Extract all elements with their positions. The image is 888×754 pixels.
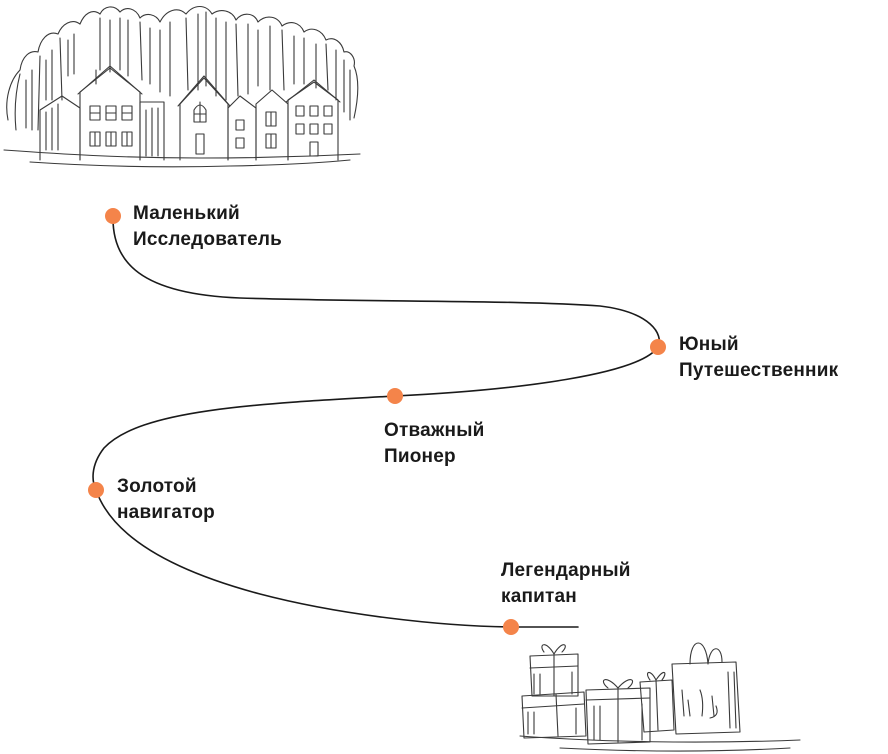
milestone-dot-5 — [503, 619, 519, 635]
milestone-label-4-line2: навигатор — [117, 502, 215, 523]
milestone-label-3-line1: Отважный — [384, 420, 485, 441]
milestone-label-4: Золотой навигатор — [117, 474, 215, 526]
milestone-label-4-line1: Золотой — [117, 476, 197, 497]
milestone-dot-4 — [88, 482, 104, 498]
milestone-label-3: Отважный Пионер — [384, 418, 485, 470]
milestone-label-3-line2: Пионер — [384, 446, 456, 467]
milestone-dot-2 — [650, 339, 666, 355]
gifts-bag-sketch-icon — [519, 642, 801, 752]
milestone-label-2-line2: Путешественник — [679, 360, 839, 381]
milestone-label-1-line1: Маленький — [133, 203, 240, 224]
milestone-label-1: Маленький Исследователь — [133, 201, 282, 253]
milestone-label-2-line1: Юный — [679, 334, 739, 355]
milestone-dot-3 — [387, 388, 403, 404]
town-sketch-icon — [3, 5, 361, 168]
milestone-label-1-line2: Исследователь — [133, 229, 283, 250]
milestone-label-2: Юный Путешественник — [679, 332, 838, 384]
milestone-label-5: Легендарный капитан — [501, 558, 631, 610]
milestone-label-5-line1: Легендарный — [501, 560, 631, 581]
milestone-dot-1 — [105, 208, 121, 224]
milestone-label-5-line2: капитан — [501, 586, 577, 607]
